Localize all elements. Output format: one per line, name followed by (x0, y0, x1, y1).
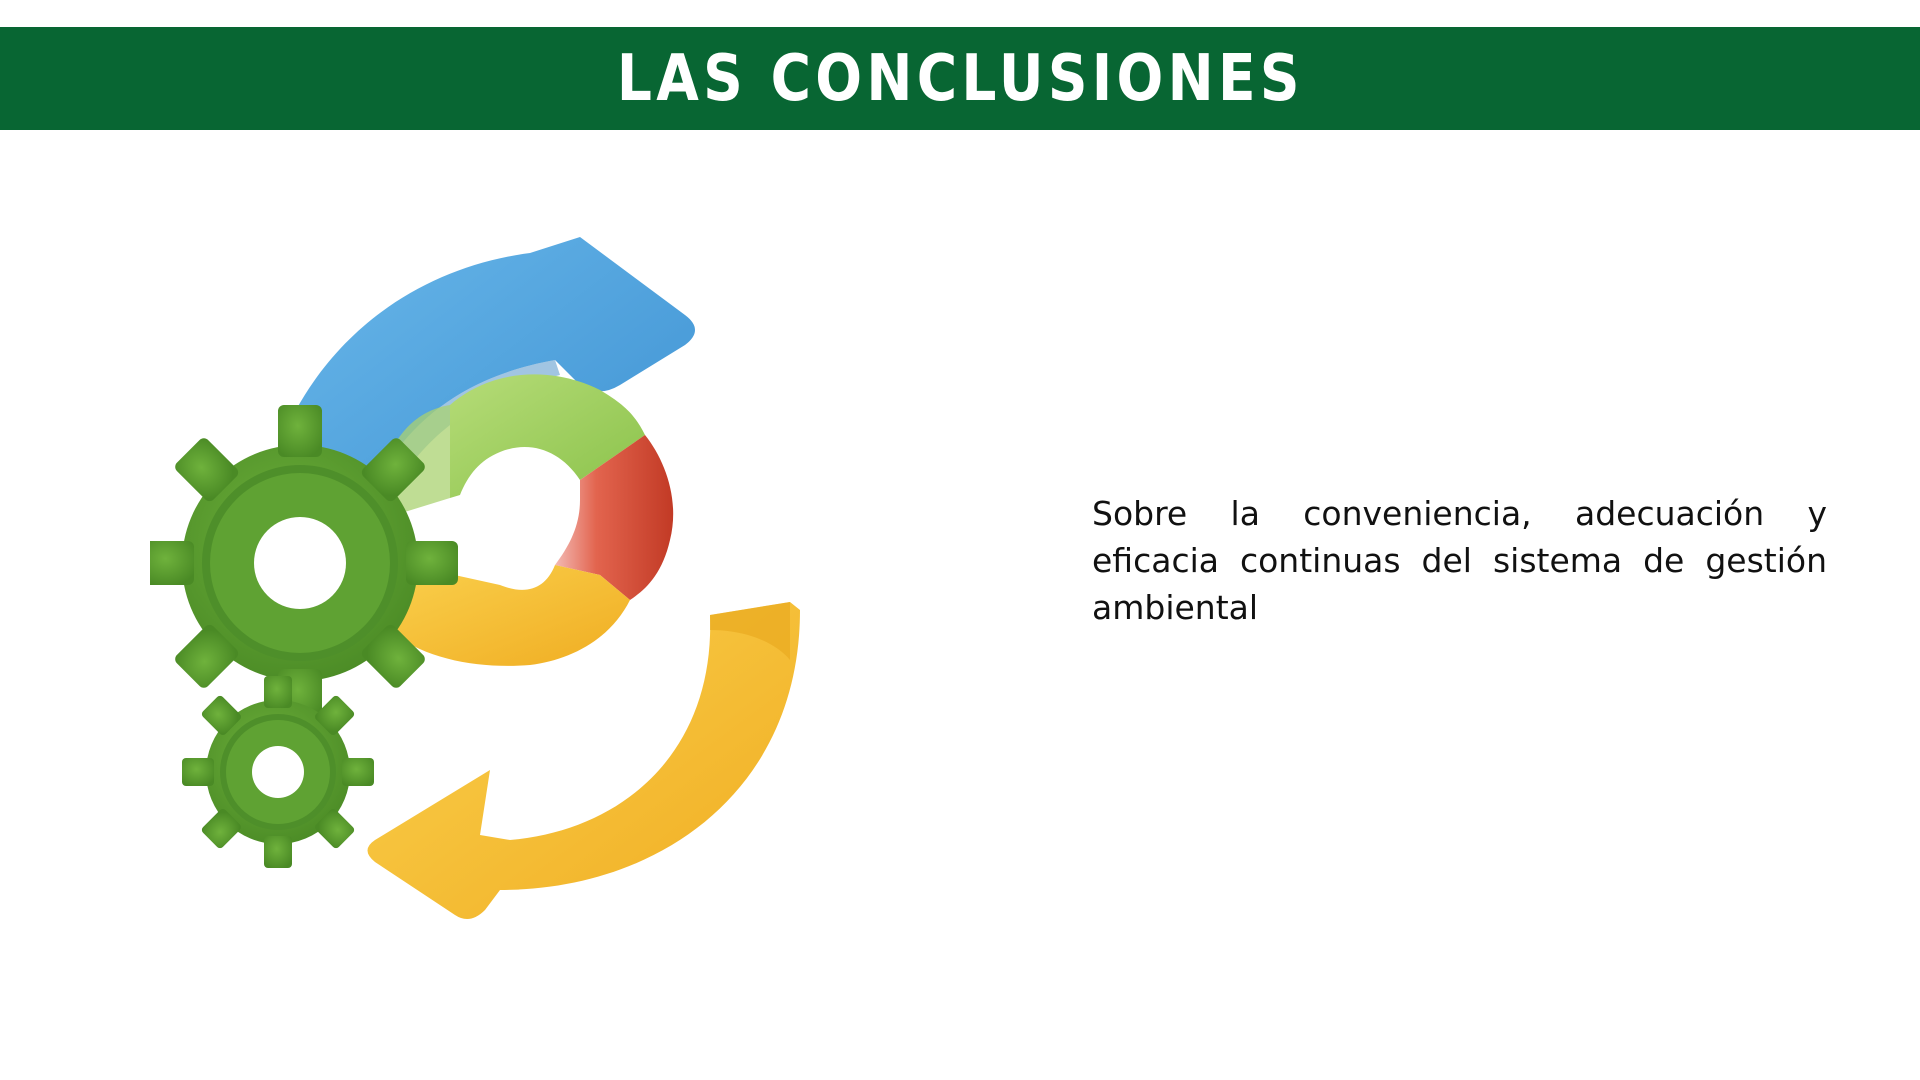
yellow-arrow (367, 602, 800, 919)
small-gear (182, 676, 374, 868)
title-banner: LAS CONCLUSIONES (0, 27, 1920, 130)
large-gear (150, 405, 458, 721)
body-text: Sobre la conveniencia, adecuación y efic… (1092, 494, 1827, 627)
continuous-improvement-cycle-icon (150, 190, 1000, 1040)
yellow-segment (372, 565, 630, 666)
red-segment (555, 435, 674, 600)
slide-title: LAS CONCLUSIONES (616, 41, 1304, 116)
